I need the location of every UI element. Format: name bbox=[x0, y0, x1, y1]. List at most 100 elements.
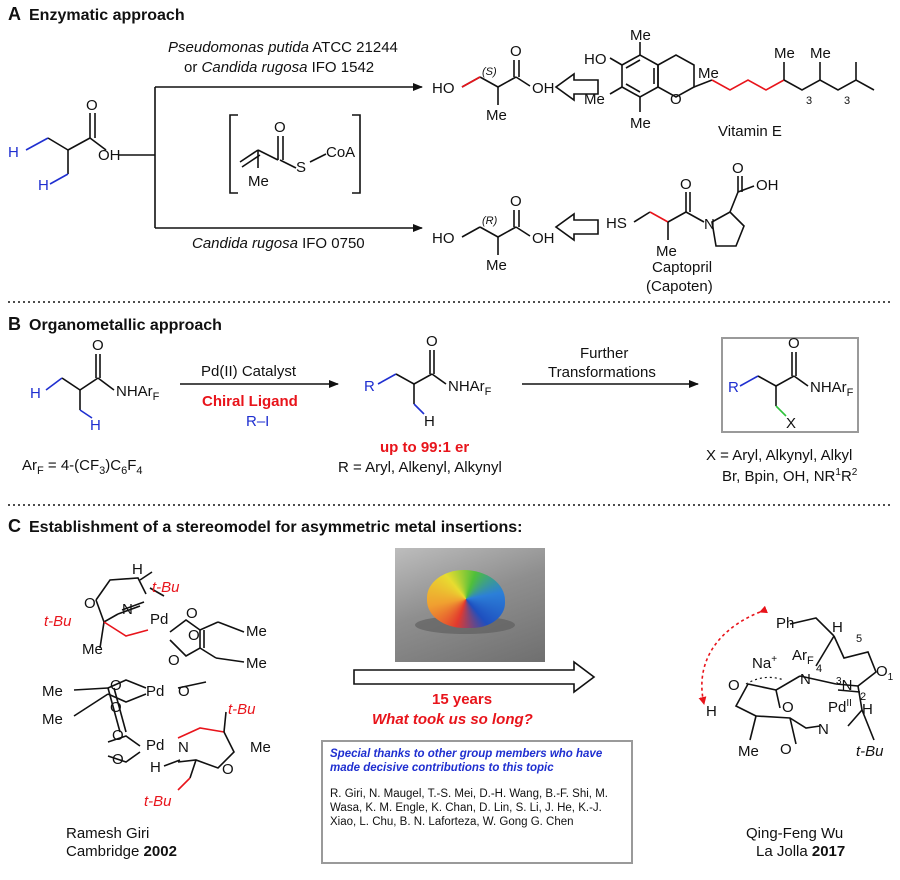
captopril-n: N bbox=[704, 216, 715, 233]
start-h-bottom: H bbox=[38, 177, 49, 194]
bracket-left bbox=[229, 114, 238, 194]
s-hydroxy-acid-structure bbox=[461, 60, 531, 105]
captopril-oh: OH bbox=[756, 177, 779, 194]
functionalized-amide-structure bbox=[739, 352, 809, 417]
dimer-o-b: O bbox=[186, 605, 198, 622]
dimer-o-g: O bbox=[110, 699, 122, 716]
right-author: Qing-Feng Wu bbox=[746, 825, 843, 842]
vitamin-e-name: Vitamin E bbox=[718, 123, 782, 140]
final-r: R bbox=[728, 379, 739, 396]
fifteen-years-arrow bbox=[353, 660, 596, 694]
condition-top-line2: or Candida rugosa IFO 1542 bbox=[184, 59, 374, 76]
section-a bbox=[8, 42, 892, 303]
model-n3: 3N bbox=[836, 676, 852, 694]
section-c-title: Establishment of a stereomodel for asymm… bbox=[29, 519, 523, 536]
dimer-o-a: O bbox=[84, 595, 96, 612]
captopril-name2: (Capoten) bbox=[646, 278, 713, 295]
x-definition-line2: Br, Bpin, OH, NR1R2 bbox=[722, 467, 858, 485]
model-o4: O bbox=[780, 741, 792, 758]
s-stereo-label: (S) bbox=[482, 66, 497, 78]
dimer-pd3: Pd bbox=[146, 737, 164, 754]
r-hydroxy-acid-structure bbox=[461, 210, 531, 255]
dimer-me6: Me bbox=[250, 739, 271, 756]
model-o-carbonyl: O bbox=[728, 677, 740, 694]
vitamin-e-o: O bbox=[670, 91, 682, 108]
colorful-snail-photo bbox=[395, 548, 545, 662]
captopril-structure bbox=[633, 176, 755, 247]
intermediate-s: S bbox=[296, 159, 306, 176]
final-nhar: NHArF bbox=[810, 379, 854, 399]
r-product-ho: HO bbox=[432, 230, 455, 247]
right-affiliation: La Jolla 2017 bbox=[756, 843, 845, 860]
model-na: Na+ bbox=[752, 654, 777, 672]
vitamin-e-me-top: Me bbox=[630, 27, 651, 44]
dimer-h2: H bbox=[150, 759, 161, 776]
substrate-o: O bbox=[92, 337, 104, 354]
captopril-hs: HS bbox=[606, 215, 627, 232]
model-ph: Ph bbox=[776, 615, 794, 632]
dimer-o-f: O bbox=[110, 677, 122, 694]
dimer-h1: H bbox=[132, 561, 143, 578]
dimer-o-e: O bbox=[178, 683, 190, 700]
vitamin-e-me-left: Me bbox=[584, 91, 605, 108]
intermediate-o: O bbox=[274, 119, 286, 136]
vitamin-e-structure bbox=[609, 42, 875, 112]
vitamin-e-sub3b: 3 bbox=[844, 95, 850, 107]
model-c2: 2 bbox=[860, 691, 866, 703]
reagent-label: R–I bbox=[246, 413, 269, 430]
er-label: up to 99:1 er bbox=[380, 439, 469, 456]
final-o: O bbox=[788, 335, 800, 352]
model-o1: O1 bbox=[876, 663, 894, 683]
product-nhar: NHArF bbox=[448, 378, 492, 398]
dimer-o-d: O bbox=[168, 652, 180, 669]
dimer-tbu1: t-Bu bbox=[152, 579, 180, 596]
section-c-labels: H t-Bu O N Pd O t-Bu Me Me Me O O Pd O M… bbox=[42, 561, 894, 860]
s-product-oh: OH bbox=[532, 80, 555, 97]
dimer-o-i: O bbox=[112, 751, 124, 768]
vitamin-e-me-chain1: Me bbox=[774, 45, 795, 62]
arylated-amide-structure bbox=[377, 350, 447, 415]
section-b bbox=[8, 337, 892, 506]
section-a-labels: H OH O H Pseudomonas putida ATCC 21244 o… bbox=[8, 27, 850, 295]
product-r: R bbox=[364, 378, 375, 395]
section-a-letter: A bbox=[8, 4, 21, 24]
section-b-labels: H NHArF O H ArF = 4-(CF3)C6F4 Pd(II) Cat… bbox=[22, 333, 858, 485]
further-line2: Transformations bbox=[548, 364, 656, 381]
s-product-o: O bbox=[510, 43, 522, 60]
start-h-top: H bbox=[8, 144, 19, 161]
r-definition: R = Aryl, Alkenyl, Alkynyl bbox=[338, 459, 502, 476]
methacryloyl-coa-structure bbox=[239, 136, 327, 169]
vitamin-e-ho: HO bbox=[584, 51, 607, 68]
rotation-dashed-arrow bbox=[698, 605, 768, 705]
years-label: 15 years bbox=[432, 691, 492, 708]
acknowledgements-title: Special thanks to other group members wh… bbox=[330, 748, 603, 774]
left-affiliation: Cambridge 2002 bbox=[66, 843, 177, 860]
substrate-nhar: NHArF bbox=[116, 383, 160, 403]
final-product-box bbox=[721, 337, 859, 433]
model-me: Me bbox=[738, 743, 759, 760]
question-label: What took us so long? bbox=[372, 711, 533, 728]
vitamin-e-me-bottom: Me bbox=[630, 115, 651, 132]
retro-arrow-captopril bbox=[554, 212, 599, 242]
r-stereo-label: (R) bbox=[482, 215, 498, 227]
dimer-tbu2: t-Bu bbox=[44, 613, 72, 630]
model-h3: H bbox=[862, 701, 873, 718]
dimer-me4: Me bbox=[42, 683, 63, 700]
na-interaction-dashed bbox=[745, 676, 785, 685]
further-line1: Further bbox=[580, 345, 628, 362]
model-pd: PdII bbox=[828, 698, 852, 716]
acknowledgements-box: Special thanks to other group members wh… bbox=[321, 740, 633, 864]
r-product-oh: OH bbox=[532, 230, 555, 247]
captopril-o2: O bbox=[732, 160, 744, 177]
dimer-o2: O bbox=[222, 761, 234, 778]
intermediate-coa: CoA bbox=[326, 144, 355, 161]
substrate-h-bottom: H bbox=[90, 417, 101, 434]
section-b-title: Organometallic approach bbox=[29, 317, 222, 334]
condition-bottom: Candida rugosa IFO 0750 bbox=[192, 235, 365, 252]
dimer-o-c: O bbox=[188, 627, 200, 644]
model-arf: ArF bbox=[792, 647, 814, 667]
model-h2: H bbox=[706, 703, 717, 720]
dimer-tbu4: t-Bu bbox=[144, 793, 172, 810]
